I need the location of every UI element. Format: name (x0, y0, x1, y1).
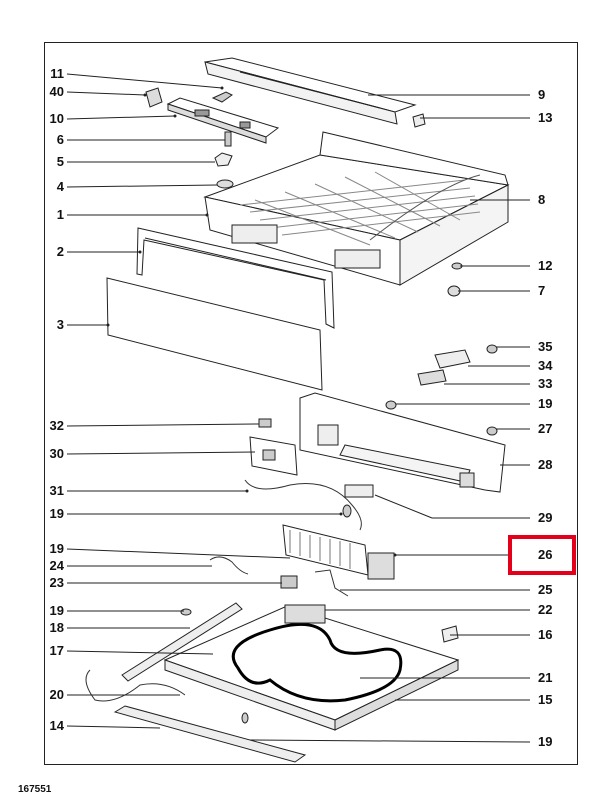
latch-part (417, 369, 447, 386)
bottom-strip-part (113, 705, 307, 763)
relay-part (280, 575, 298, 589)
callout-label-29: 29 (538, 510, 553, 525)
callout-label-19: 19 (49, 506, 64, 521)
callout-label-19: 19 (538, 734, 553, 749)
drawer-body-part (203, 131, 510, 286)
callout-label-34: 34 (538, 358, 553, 373)
callout-label-3: 3 (56, 317, 64, 332)
callout-label-24: 24 (49, 558, 64, 573)
callout-label-9: 9 (538, 87, 546, 102)
callout-label-25: 25 (538, 582, 553, 597)
highlight-box (508, 535, 576, 575)
side-rail-part (121, 602, 243, 682)
knob-part (214, 152, 233, 167)
callout-label-19: 19 (49, 541, 64, 556)
wire-harness-part (244, 479, 362, 531)
callout-label-7: 7 (538, 283, 546, 298)
callout-label-17: 17 (49, 643, 64, 658)
screw-part (342, 504, 352, 518)
callout-label-19: 19 (49, 603, 64, 618)
callout-label-23: 23 (49, 575, 64, 590)
callout-label-12: 12 (538, 258, 553, 273)
callout-label-8: 8 (538, 192, 546, 207)
cable-part (85, 669, 186, 702)
callout-label-5: 5 (56, 154, 64, 169)
callout-label-26: 26 (538, 547, 553, 562)
callout-label-20: 20 (49, 687, 64, 702)
control-board-part (166, 97, 280, 144)
callout-label-16: 16 (538, 627, 553, 642)
callout-label-10: 10 (49, 111, 64, 126)
callout-label-28: 28 (538, 457, 553, 472)
hinge-part (434, 349, 471, 369)
callout-label-19: 19 (538, 396, 553, 411)
document-number: 167551 (18, 784, 52, 795)
callout-label-1: 1 (56, 207, 64, 222)
callout-label-6: 6 (56, 132, 64, 147)
screw-part (224, 131, 232, 147)
terminal-box-part (249, 436, 298, 476)
door-frame-part (136, 227, 335, 329)
callout-label-14: 14 (49, 718, 64, 733)
screw-part (180, 608, 192, 616)
callout-label-13: 13 (538, 110, 553, 125)
callout-label-21: 21 (538, 670, 553, 685)
thermostat-part (258, 418, 272, 428)
glass-panel-part (106, 277, 323, 391)
callout-label-33: 33 (538, 376, 553, 391)
clip-part (441, 625, 459, 643)
callout-label-32: 32 (49, 418, 64, 433)
callout-label-11: 11 (50, 66, 64, 81)
sensor-part (209, 556, 249, 575)
callout-label-31: 31 (49, 483, 64, 498)
screw-part (385, 400, 397, 410)
chassis-part (299, 392, 506, 493)
diagram-frame (44, 42, 578, 765)
screw-part (486, 426, 498, 436)
washer-part (216, 179, 234, 189)
callout-label-15: 15 (538, 692, 553, 707)
bracket-part (145, 87, 163, 108)
callout-label-22: 22 (538, 602, 553, 617)
screw-part (241, 712, 249, 724)
switch-part (211, 91, 233, 103)
callout-label-2: 2 (56, 244, 64, 259)
callout-label-30: 30 (49, 446, 64, 461)
fan-motor-part (282, 524, 395, 580)
callout-label-35: 35 (538, 339, 553, 354)
bracket-part (344, 484, 374, 498)
wire-part (314, 569, 349, 597)
callout-label-4: 4 (56, 179, 64, 194)
front-panel-bar-part (204, 57, 417, 125)
screw-part (486, 344, 498, 354)
callout-label-27: 27 (538, 421, 553, 436)
clip-part (412, 113, 426, 128)
callout-label-18: 18 (49, 620, 64, 635)
callout-label-40: 40 (49, 84, 64, 99)
